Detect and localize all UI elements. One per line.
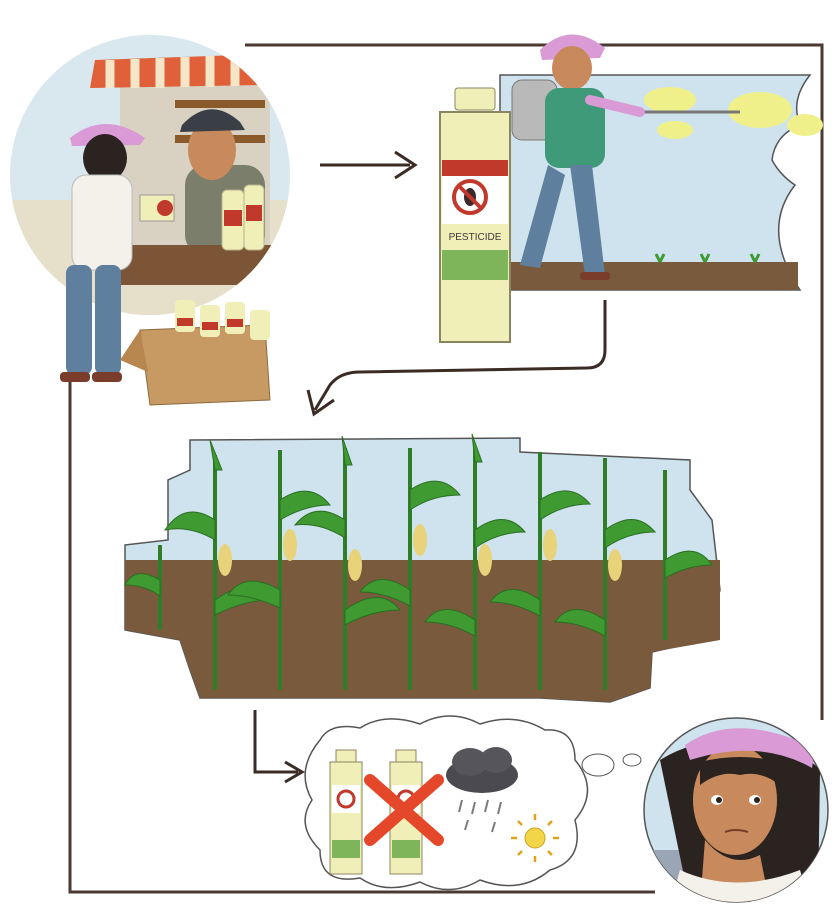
bottle-label-text: PESTICIDE (449, 232, 502, 243)
cornfield-panel (125, 434, 720, 702)
pesticide-bottle-large: PESTICIDE (440, 88, 510, 342)
shop-panel (0, 30, 300, 405)
pesticide-bottle-small-1 (330, 750, 362, 874)
thinking-farmer-panel (640, 718, 835, 907)
arrow-to-spray (320, 152, 415, 178)
bottle-crate (120, 300, 270, 405)
thought-bubble (305, 716, 641, 890)
no-bug-icon (454, 181, 486, 213)
shop-awning (90, 55, 260, 88)
arrow-to-thought (255, 710, 302, 782)
spray-panel: PESTICIDE (440, 34, 823, 342)
